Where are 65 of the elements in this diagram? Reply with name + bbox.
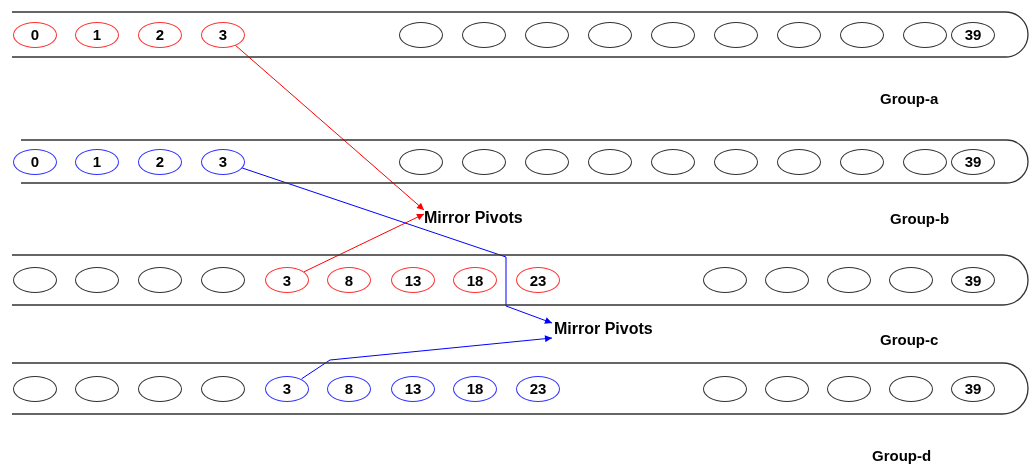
numbered-hole: 13 xyxy=(391,375,435,402)
empty-hole xyxy=(777,21,821,48)
empty-hole xyxy=(588,21,632,48)
numbered-hole: 39 xyxy=(951,375,995,402)
empty-hole xyxy=(75,375,119,402)
numbered-hole: 2 xyxy=(138,21,182,48)
arrow xyxy=(301,335,553,380)
numbered-hole: 3 xyxy=(265,375,309,402)
empty-hole xyxy=(889,267,933,293)
numbered-hole: 8 xyxy=(327,267,371,293)
empty-hole xyxy=(462,21,506,48)
empty-hole xyxy=(588,148,632,175)
numbered-hole: 8 xyxy=(327,375,371,402)
empty-hole xyxy=(827,267,871,293)
empty-hole xyxy=(399,148,443,175)
numbered-hole: 13 xyxy=(391,267,435,293)
empty-hole xyxy=(75,267,119,293)
numbered-hole: 3 xyxy=(201,21,245,48)
arrow xyxy=(241,167,553,324)
empty-hole xyxy=(714,148,758,175)
empty-hole xyxy=(201,267,245,293)
empty-hole xyxy=(13,375,57,402)
numbered-hole: 2 xyxy=(138,148,182,175)
numbered-hole: 39 xyxy=(951,148,995,175)
empty-hole xyxy=(703,267,747,293)
empty-hole xyxy=(765,375,809,402)
empty-hole xyxy=(525,21,569,48)
group-label: Group-a xyxy=(880,90,939,107)
empty-hole xyxy=(903,148,947,175)
empty-hole xyxy=(889,375,933,402)
numbered-hole: 18 xyxy=(453,375,497,402)
numbered-hole: 39 xyxy=(951,267,995,293)
pivot-label: Mirror Pivots xyxy=(424,205,564,231)
numbered-hole: 0 xyxy=(13,148,57,175)
empty-hole xyxy=(651,21,695,48)
numbered-hole: 1 xyxy=(75,148,119,175)
numbered-hole: 39 xyxy=(951,21,995,48)
empty-hole xyxy=(840,21,884,48)
numbered-hole: 23 xyxy=(516,375,560,402)
empty-hole xyxy=(903,21,947,48)
arrow xyxy=(234,44,425,211)
empty-hole xyxy=(138,375,182,402)
numbered-hole: 3 xyxy=(201,148,245,175)
empty-hole xyxy=(777,148,821,175)
empty-hole xyxy=(651,148,695,175)
empty-hole xyxy=(703,375,747,402)
group-label: Group-c xyxy=(880,331,939,348)
numbered-hole: 23 xyxy=(516,267,560,293)
group-label: Group-b xyxy=(890,210,950,227)
empty-hole xyxy=(714,21,758,48)
numbered-hole: 1 xyxy=(75,21,119,48)
group-label: Group-d xyxy=(872,447,932,464)
empty-hole xyxy=(462,148,506,175)
empty-hole xyxy=(138,267,182,293)
numbered-hole: 0 xyxy=(13,21,57,48)
numbered-hole: 3 xyxy=(265,267,309,293)
empty-hole xyxy=(840,148,884,175)
pivot-label: Mirror Pivots xyxy=(552,316,727,342)
empty-hole xyxy=(827,375,871,402)
empty-hole xyxy=(765,267,809,293)
numbered-hole: 18 xyxy=(453,267,497,293)
empty-hole xyxy=(201,375,245,402)
empty-hole xyxy=(399,21,443,48)
empty-hole xyxy=(525,148,569,175)
empty-hole xyxy=(13,267,57,293)
